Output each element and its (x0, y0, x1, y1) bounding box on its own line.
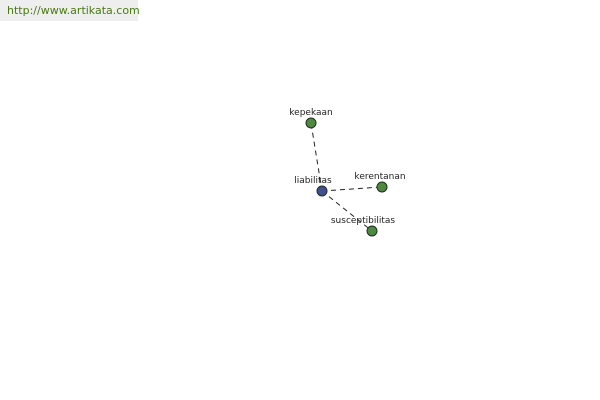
source-url-link[interactable]: http://www.artikata.com (0, 0, 140, 21)
node-circle-susceptibilitas[interactable] (366, 225, 378, 237)
edge-liabilitas-susceptibilitas (321, 190, 373, 232)
node-kepekaan[interactable]: kepekaan (289, 108, 333, 129)
nodes-layer: liabilitas kepekaan kerentanan susceptibili… (289, 108, 406, 237)
node-circle-kepekaan[interactable] (305, 117, 317, 129)
node-label-liabilitas[interactable]: liabilitas (294, 176, 332, 186)
node-circle-kerentanan[interactable] (376, 181, 388, 193)
node-label-susceptibilitas[interactable]: susceptibilitas (331, 216, 396, 226)
node-label-kepekaan[interactable]: kepekaan (289, 108, 332, 118)
node-liabilitas[interactable]: liabilitas (294, 176, 332, 197)
edges-layer (310, 122, 383, 232)
edge-liabilitas-kepekaan (310, 122, 323, 192)
node-label-kerentanan[interactable]: kerentanan (354, 172, 405, 182)
edge-liabilitas-kerentanan (321, 186, 383, 192)
node-susceptibilitas[interactable]: susceptibilitas (331, 216, 396, 237)
node-circle-liabilitas[interactable] (316, 185, 328, 197)
node-kerentanan[interactable]: kerentanan (354, 172, 406, 193)
